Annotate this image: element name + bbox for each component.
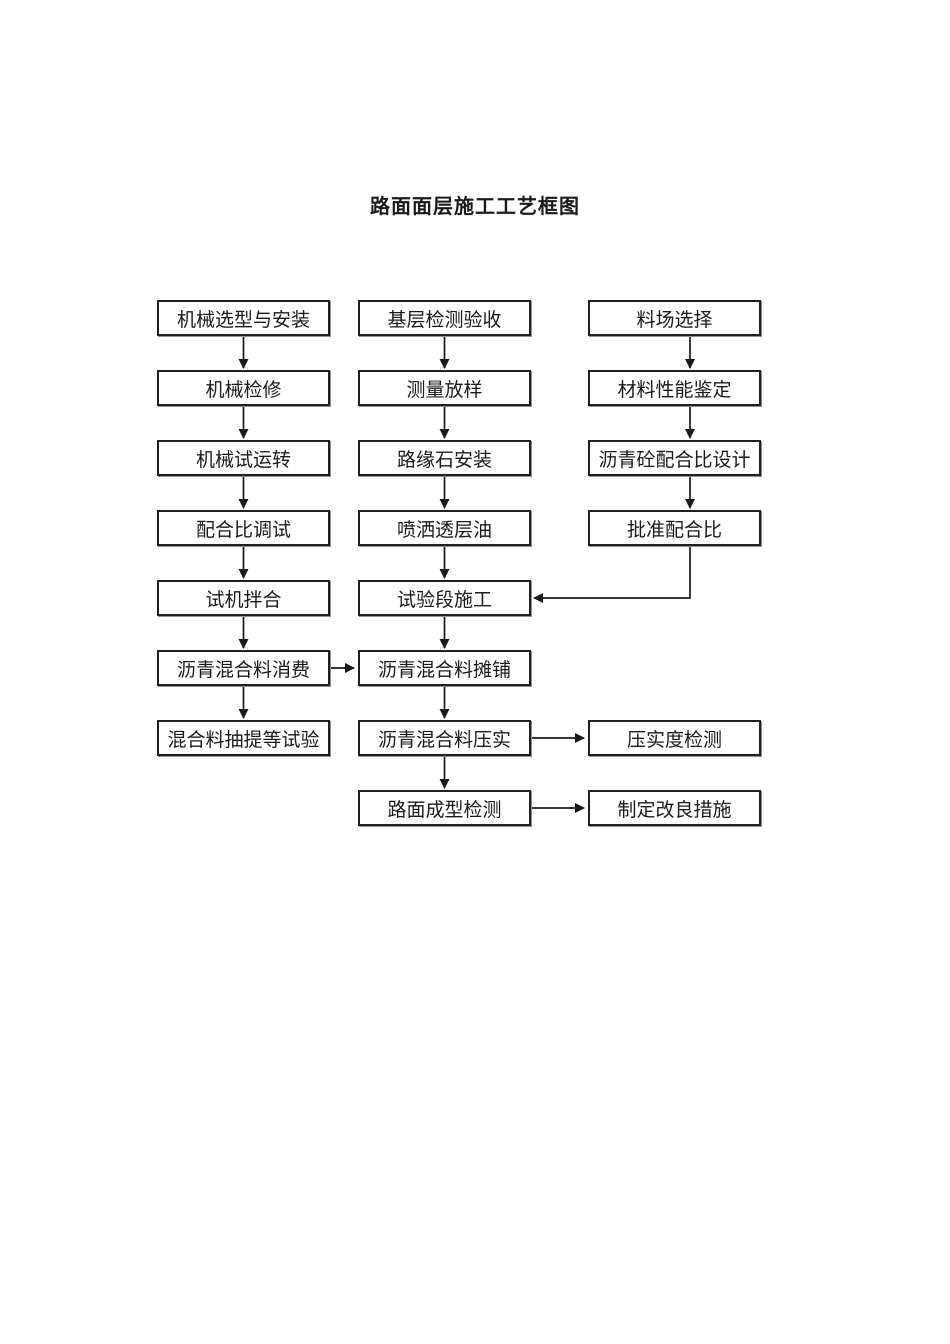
node-approved-mix-ratio: 批准配合比 [588, 510, 761, 546]
node-asphalt-mixture-compaction: 沥青混合料压实 [358, 720, 531, 756]
node-compaction-degree-testing: 压实度检测 [588, 720, 761, 756]
node-machine-selection-installation: 机械选型与安装 [157, 300, 330, 336]
node-asphalt-concrete-mix-design: 沥青砼配合比设计 [588, 440, 761, 476]
elbow-arrow-approved-mix-to-trial-section [533, 546, 691, 603]
node-spray-prime-coat: 喷洒透层油 [358, 510, 531, 546]
node-survey-setting-out: 测量放样 [358, 370, 531, 406]
node-machine-trial-run: 机械试运转 [157, 440, 330, 476]
node-machine-overhaul: 机械检修 [157, 370, 330, 406]
node-improvement-measures: 制定改良措施 [588, 790, 761, 826]
node-asphalt-mixture-consumption: 沥青混合料消费 [157, 650, 330, 686]
node-base-inspection-acceptance: 基层检测验收 [358, 300, 531, 336]
node-curb-installation: 路缘石安装 [358, 440, 531, 476]
diagram-title: 路面面层施工工艺框图 [370, 196, 580, 218]
node-trial-mixing: 试机拌合 [157, 580, 330, 616]
node-material-yard-selection: 料场选择 [588, 300, 761, 336]
node-asphalt-mixture-paving: 沥青混合料摊铺 [358, 650, 531, 686]
node-mixture-extraction-tests: 混合料抽提等试验 [157, 720, 330, 756]
node-mix-ratio-debugging: 配合比调试 [157, 510, 330, 546]
node-pavement-forming-inspection: 路面成型检测 [358, 790, 531, 826]
node-material-performance-appraisal: 材料性能鉴定 [588, 370, 761, 406]
node-trial-section-construction: 试验段施工 [358, 580, 531, 616]
